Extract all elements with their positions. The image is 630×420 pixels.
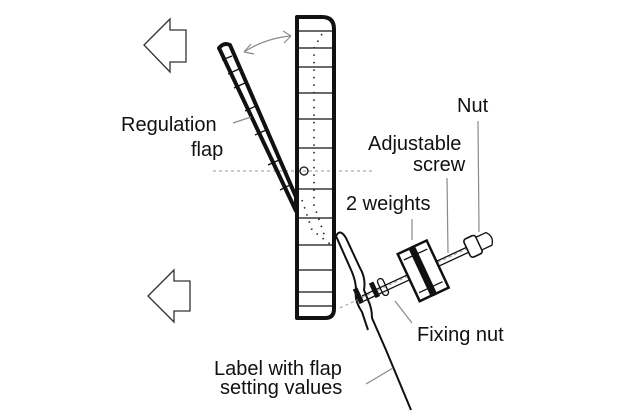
weights (396, 238, 451, 303)
leader-label-plate (365, 367, 394, 385)
regulator-housing (295, 15, 336, 320)
pivot-point-icon (299, 166, 309, 176)
leader-regulation-flap (232, 116, 252, 124)
label-regulation-flap-2: flap (191, 139, 223, 161)
flow-arrow-top-icon (143, 17, 187, 74)
swing-arrow-icon (243, 30, 292, 55)
leader-fixing-nut (394, 300, 413, 324)
label-regulation-flap-1: Regulation (121, 114, 217, 136)
flow-arrow-bottom-icon (147, 268, 191, 324)
regulation-flap (217, 42, 298, 213)
label-adjustable-screw-2: screw (413, 154, 466, 176)
label-weights: 2 weights (346, 193, 431, 215)
label-fixing-nut: Fixing nut (417, 324, 504, 346)
label-nut: Nut (457, 95, 489, 117)
label-adjustable-screw-1: Adjustable (368, 133, 461, 155)
label-flap-values-2: setting values (220, 377, 342, 399)
fixing-nut (352, 277, 390, 305)
end-nut (463, 231, 494, 258)
label-flap-values-1: Label with flap (214, 358, 342, 380)
leader-nut (477, 120, 480, 233)
leader-adjustable-screw (446, 177, 449, 254)
